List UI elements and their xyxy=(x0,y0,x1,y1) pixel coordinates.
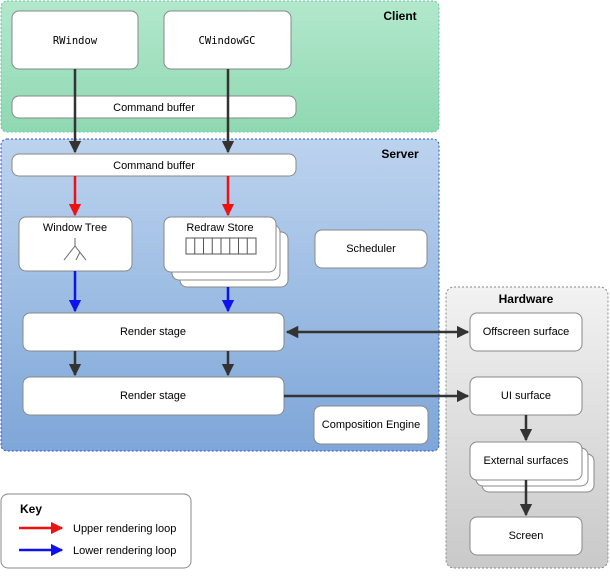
client-command-buffer-box xyxy=(11,95,297,119)
hardware-title: Hardware xyxy=(499,292,554,306)
scheduler-label: Scheduler xyxy=(346,243,396,255)
buffer-cells-icon xyxy=(185,237,257,255)
render-stage-1-box xyxy=(22,312,285,352)
cwindowgc-label: CWindowGC xyxy=(199,35,256,47)
server-command-buffer-box xyxy=(11,153,297,177)
scheduler-box xyxy=(314,229,428,269)
server-title: Server xyxy=(381,147,419,161)
client-title: Client xyxy=(383,9,416,23)
key-upper-loop-label: Upper rendering loop xyxy=(73,523,176,535)
external-surfaces-label: External surfaces xyxy=(484,455,569,467)
composition-engine-box xyxy=(313,405,429,445)
render-stage-1-label: Render stage xyxy=(120,326,186,338)
key-title: Key xyxy=(20,502,42,516)
offscreen-surface-box xyxy=(469,312,583,352)
rwindow-label: RWindow xyxy=(53,35,98,47)
client-command-buffer-label: Command buffer xyxy=(113,102,195,114)
redraw-store-label: Redraw Store xyxy=(186,222,253,234)
key-lower-loop-label: Lower rendering loop xyxy=(73,545,176,557)
screen-box xyxy=(469,516,583,556)
tree-icon xyxy=(63,238,87,261)
ui-surface-label: UI surface xyxy=(501,390,551,402)
window-tree-label: Window Tree xyxy=(43,222,107,234)
server-command-buffer-label: Command buffer xyxy=(113,160,195,172)
composition-engine-label: Composition Engine xyxy=(322,419,420,431)
render-stage-2-label: Render stage xyxy=(120,390,186,402)
offscreen-surface-label: Offscreen surface xyxy=(483,326,570,338)
screen-label: Screen xyxy=(509,530,544,542)
